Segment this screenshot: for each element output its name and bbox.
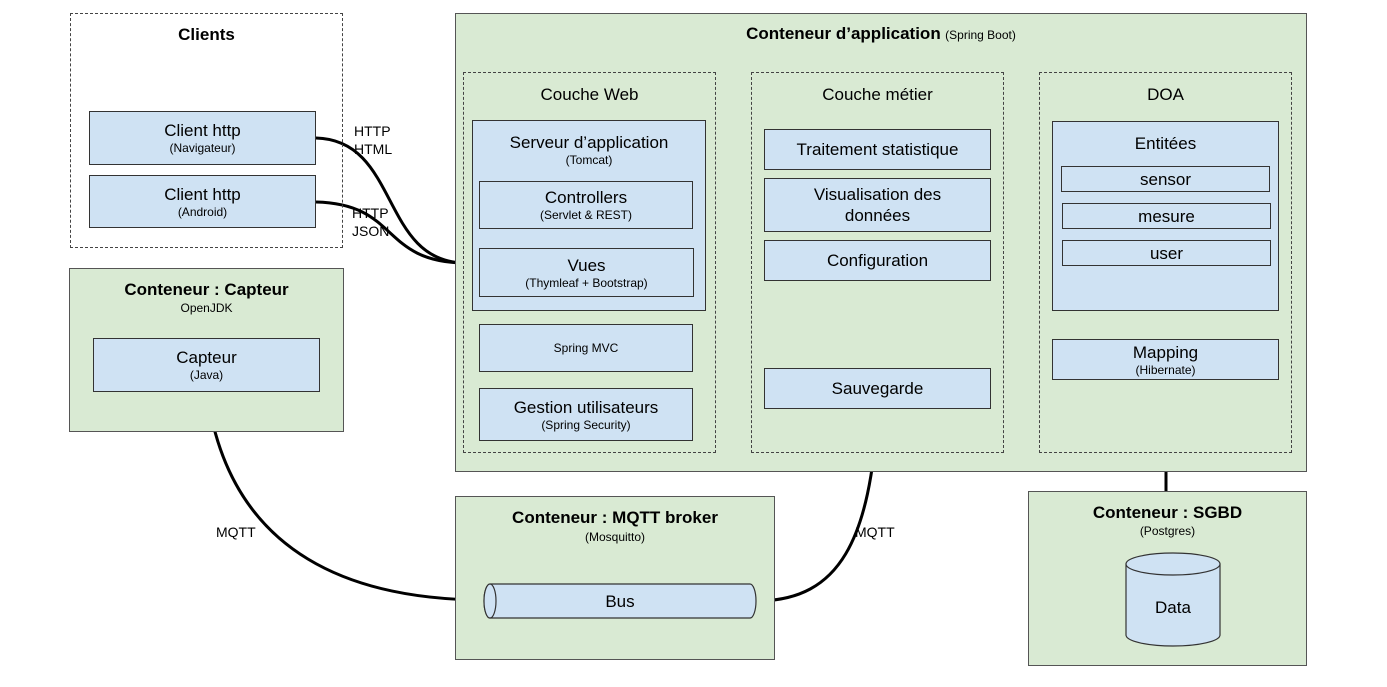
gestion-name: Gestion utilisateurs [513, 397, 659, 417]
database-cylinder-icon [1125, 552, 1221, 647]
client1-name: Client http [164, 121, 241, 140]
clients-container: Clients [70, 13, 343, 248]
mqtt-container-sub: (Mosquitto) [584, 530, 646, 544]
traitement-label: Traitement statistique [796, 140, 959, 159]
spring-mvc-box[interactable]: Spring MVC [479, 324, 693, 372]
client2-sub: (Android) [177, 204, 228, 219]
entity-user[interactable]: user [1062, 240, 1271, 266]
visualisation-label: Visualisation des données [813, 185, 942, 225]
mapping-sub: (Hibernate) [1135, 362, 1196, 377]
doa-title: DOA [1147, 85, 1184, 104]
configuration-box[interactable]: Configuration [764, 240, 991, 281]
client-http-android[interactable]: Client http (Android) [89, 175, 316, 228]
data-label: Data [1155, 597, 1191, 617]
mapping-box[interactable]: Mapping (Hibernate) [1052, 339, 1279, 380]
sauvegarde-box[interactable]: Sauvegarde [764, 368, 991, 409]
couche-web-title: Couche Web [540, 85, 639, 104]
link-label-http-html: HTTP HTML [354, 123, 393, 157]
entity-mesure[interactable]: mesure [1062, 203, 1271, 229]
gestion-utilisateurs-box[interactable]: Gestion utilisateurs (Spring Security) [479, 388, 693, 441]
link-label-mqtt-right: MQTT [855, 524, 895, 540]
mqtt-container-title: Conteneur : MQTT broker [512, 508, 718, 527]
controllers-sub: (Servlet & REST) [539, 208, 632, 222]
doa-layer: DOA [1039, 72, 1292, 453]
database-data[interactable]: Data [1126, 575, 1220, 639]
connector-capteur-bus [205, 391, 487, 602]
couche-web: Couche Web [463, 72, 716, 453]
bus[interactable]: Bus [492, 584, 748, 618]
capteur-container-sub: OpenJDK [180, 301, 233, 315]
link-label-http-json: HTTP JSON [352, 205, 390, 239]
controllers-name: Controllers [544, 188, 628, 207]
gestion-sub: (Spring Security) [541, 417, 631, 432]
app-title: Conteneur d’application [746, 24, 941, 43]
client-http-navigateur[interactable]: Client http (Navigateur) [89, 111, 316, 165]
serveur-name: Serveur d’application [509, 133, 669, 152]
configuration-label: Configuration [826, 251, 929, 270]
couche-metier-title: Couche métier [822, 85, 933, 104]
sgbd-container-title: Conteneur : SGBD [1092, 503, 1243, 522]
visualisation-box[interactable]: Visualisation des données [764, 178, 991, 232]
couche-metier: Couche métier [751, 72, 1004, 453]
capteur-name: Capteur [176, 348, 237, 367]
sgbd-container-sub: (Postgres) [1139, 524, 1196, 538]
app-container-title: Conteneur d’application (Spring Boot) [456, 24, 1306, 44]
capteur-box[interactable]: Capteur (Java) [93, 338, 320, 392]
client1-sub: (Navigateur) [169, 141, 236, 155]
connector-client1-web [315, 136, 466, 265]
sauvegarde-label: Sauvegarde [831, 379, 924, 398]
controllers-box[interactable]: Controllers (Servlet & REST) [479, 181, 693, 229]
capteur-container-title: Conteneur : Capteur [124, 280, 289, 299]
serveur-sub: (Tomcat) [565, 153, 613, 167]
app-title-sub: (Spring Boot) [945, 28, 1016, 42]
client2-name: Client http [164, 184, 241, 204]
mqtt-container: Conteneur : MQTT broker (Mosquitto) [455, 496, 775, 660]
vues-box[interactable]: Vues (Thymleaf + Bootstrap) [479, 248, 694, 297]
traitement-statistique-box[interactable]: Traitement statistique [764, 129, 991, 170]
bus-cylinder-icon [483, 583, 757, 619]
vues-sub: (Thymleaf + Bootstrap) [525, 275, 648, 290]
link-label-mqtt-left: MQTT [216, 524, 256, 540]
entity-sensor[interactable]: sensor [1061, 166, 1270, 192]
capteur-sub: (Java) [189, 368, 224, 382]
bus-label: Bus [605, 591, 635, 611]
mapping-name: Mapping [1132, 342, 1199, 362]
vues-name: Vues [567, 255, 606, 275]
spring-mvc-label: Spring MVC [553, 340, 619, 355]
entites-title: Entitées [1134, 134, 1197, 153]
connector-client2-web [315, 200, 466, 265]
clients-title: Clients [178, 25, 235, 44]
